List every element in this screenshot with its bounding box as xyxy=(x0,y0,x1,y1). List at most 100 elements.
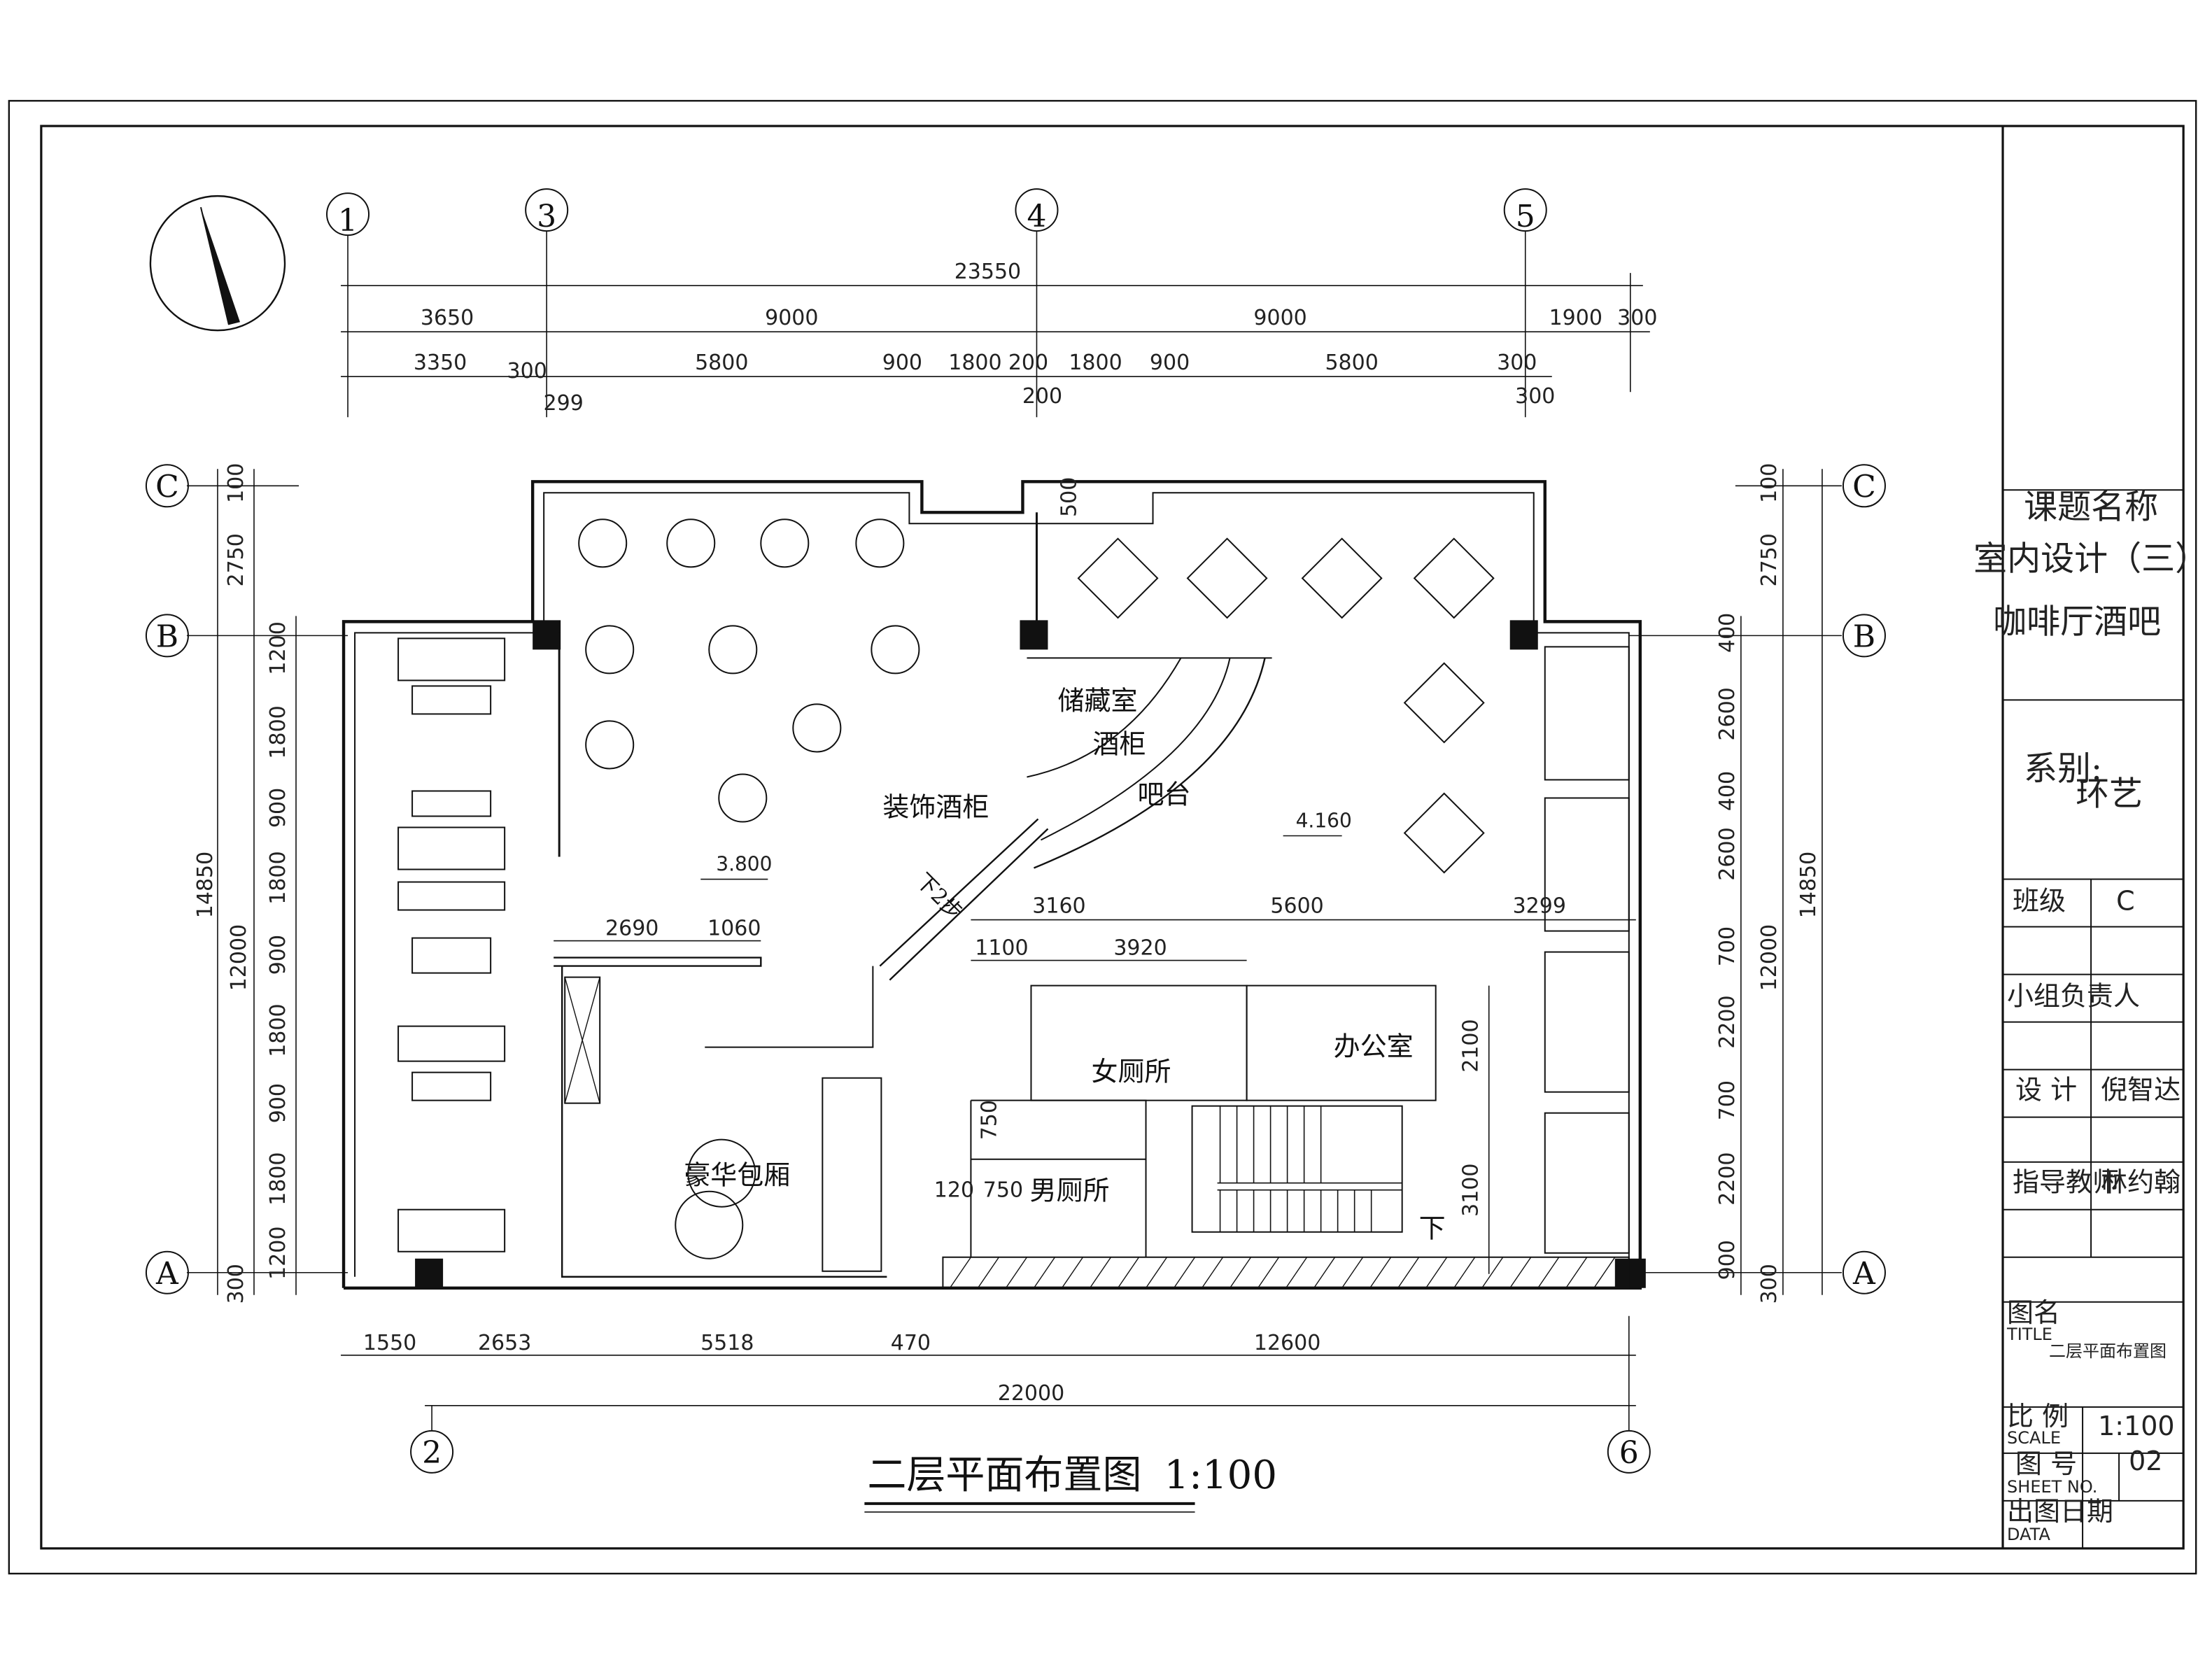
dims-interior: 2690 1060 3160 5600 3299 1100 3920 2100 … xyxy=(554,477,1636,1274)
class-label: 班级 xyxy=(2013,886,2066,917)
dim-bottom-1: 1550 xyxy=(363,1331,416,1355)
title-en: TITLE xyxy=(2006,1325,2052,1344)
axis-1: 1 xyxy=(338,203,358,239)
dim-right-i6: 2200 xyxy=(1715,995,1740,1048)
dim-right-i9: 900 xyxy=(1715,1240,1740,1280)
inner-frame xyxy=(40,125,2185,1550)
dim-int-750b: 750 xyxy=(983,1178,1023,1203)
dim-int-2690: 2690 xyxy=(605,917,658,941)
booths-left xyxy=(397,637,506,1252)
drawing-scale-text: 1:100 xyxy=(1164,1453,1277,1498)
topic-value: 室内设计（三） xyxy=(1973,539,2205,578)
title-label: 图名 xyxy=(2007,1297,2060,1328)
dim-top2-9: 5800 xyxy=(1325,351,1378,375)
drawing-title: 二层平面布置图 1:100 xyxy=(864,1453,1277,1513)
dim-int-2100: 2100 xyxy=(1459,1019,1484,1072)
dim-right-i3: 400 xyxy=(1715,771,1740,811)
teacher-label: 指导教师 xyxy=(2013,1167,2119,1198)
dim-int-1100: 1100 xyxy=(975,936,1028,961)
class-value: C xyxy=(2116,886,2135,917)
dim-int-3299: 3299 xyxy=(1513,894,1566,919)
designer-value: 倪智达 xyxy=(2101,1075,2181,1106)
dims-right: 100 2750 14850 400 2600 400 2600 700 220… xyxy=(1715,463,1823,1304)
dim-int-3100: 3100 xyxy=(1459,1164,1484,1217)
dim-top-2: 9000 xyxy=(765,306,818,330)
title-block: 课题名称 室内设计（三） 咖啡厅酒吧 系别: 环艺 班级 C 小组负责人 设 计… xyxy=(1973,487,2205,1548)
axis-6: 6 xyxy=(1619,1435,1639,1471)
dim-int-3160: 3160 xyxy=(1032,894,1085,919)
label-mens: 男厕所 xyxy=(1029,1176,1109,1206)
axis-5: 5 xyxy=(1516,199,1535,234)
dims-left: 100 2750 14850 1200 1800 900 1800 900 18… xyxy=(193,463,297,1304)
dim-int-3920: 3920 xyxy=(1113,936,1167,961)
dim-left-i1: 1200 xyxy=(266,621,290,675)
axis-b-left: B xyxy=(156,619,178,654)
dim-left-i2: 1800 xyxy=(266,705,290,758)
dim-total-top: 23550 xyxy=(954,260,1021,284)
dim-right-i2: 2600 xyxy=(1715,687,1740,740)
label-office: 办公室 xyxy=(1334,1031,1414,1062)
dim-right-i7: 700 xyxy=(1715,1080,1740,1120)
dim-top3-3: 300 xyxy=(1515,384,1555,409)
dim-int-500: 500 xyxy=(1057,477,1081,517)
axis-2: 2 xyxy=(422,1435,442,1471)
dim-top2-8: 900 xyxy=(1150,351,1190,375)
axis-bubbles-top: 1 3 4 5 xyxy=(326,188,1547,418)
title-value: 二层平面布置图 xyxy=(2049,1341,2167,1361)
label-bar: 吧台 xyxy=(1138,779,1191,810)
axis-a-left: A xyxy=(155,1256,179,1292)
dim-left-300: 300 xyxy=(224,1264,248,1304)
dim-top-1: 3650 xyxy=(421,306,474,330)
date-label: 出图日期 xyxy=(2007,1496,2113,1527)
label-wine-cabinet: 酒柜 xyxy=(1092,728,1146,759)
scale-value: 1:100 xyxy=(2098,1411,2175,1441)
axis-c-left: C xyxy=(155,469,179,504)
dim-top2-2: 300 xyxy=(507,359,547,383)
dim-right-i8: 2200 xyxy=(1715,1152,1740,1206)
dim-top3-1: 299 xyxy=(544,391,584,416)
dim-int-1060: 1060 xyxy=(707,917,761,941)
dim-top-5: 300 xyxy=(1617,306,1657,330)
dims-top: 23550 3650 9000 9000 1900 300 3350 300 5… xyxy=(341,260,1657,416)
dim-top2-7: 1800 xyxy=(1069,351,1122,375)
tables-square xyxy=(1077,537,1495,874)
dim-top2-6: 200 xyxy=(1008,351,1048,375)
label-deco-cabinet: 装饰酒柜 xyxy=(882,791,989,822)
dim-left-i6: 1800 xyxy=(266,1003,290,1057)
dim-int-5600: 5600 xyxy=(1270,894,1323,919)
dim-bottom-4: 470 xyxy=(891,1331,931,1355)
scale-label: 比 例 xyxy=(2007,1401,2069,1432)
dept-label: 系别: xyxy=(2024,749,2102,788)
dim-left-i4: 1800 xyxy=(266,851,290,904)
row-axes: C B A C B A xyxy=(145,464,1886,1294)
north-arrow-icon xyxy=(149,195,286,332)
sheet-label: 图 号 xyxy=(2015,1448,2077,1479)
dim-left-i7: 900 xyxy=(266,1083,290,1123)
dim-top-4: 1900 xyxy=(1549,306,1602,330)
scale-en: SCALE xyxy=(2007,1428,2061,1448)
axis-b-right: B xyxy=(1853,619,1875,654)
dim-left-100: 100 xyxy=(224,463,248,503)
dim-left-i9: 1200 xyxy=(266,1227,290,1280)
outer-frame xyxy=(8,99,2197,1575)
dim-top2-1: 3350 xyxy=(414,351,467,375)
label-stairs-down: 下 xyxy=(1419,1213,1446,1244)
dim-right-i5: 700 xyxy=(1715,926,1740,966)
level-3800: 3.800 xyxy=(716,853,772,876)
subtitle-value: 咖啡厅酒吧 xyxy=(1993,602,2161,641)
booths-right xyxy=(1544,646,1630,1254)
dept-value: 环艺 xyxy=(2076,774,2143,813)
dim-left-2750: 2750 xyxy=(224,533,248,586)
dim-top2-10: 300 xyxy=(1497,351,1537,375)
dim-left-12000: 12000 xyxy=(227,924,251,991)
label-steps-down: 下2步 xyxy=(911,868,968,925)
dim-right-300: 300 xyxy=(1757,1264,1782,1304)
dim-right-12000: 12000 xyxy=(1757,924,1782,991)
teacher-value: 林约翰 xyxy=(2101,1167,2181,1198)
topic-label: 课题名称 xyxy=(2024,487,2158,526)
dim-right-i1: 400 xyxy=(1715,613,1740,653)
drawing-title-text: 二层平面布置图 xyxy=(867,1453,1141,1498)
dim-top2-4: 900 xyxy=(882,351,922,375)
dim-top2-3: 5800 xyxy=(695,351,748,375)
tables-round xyxy=(578,518,920,1259)
